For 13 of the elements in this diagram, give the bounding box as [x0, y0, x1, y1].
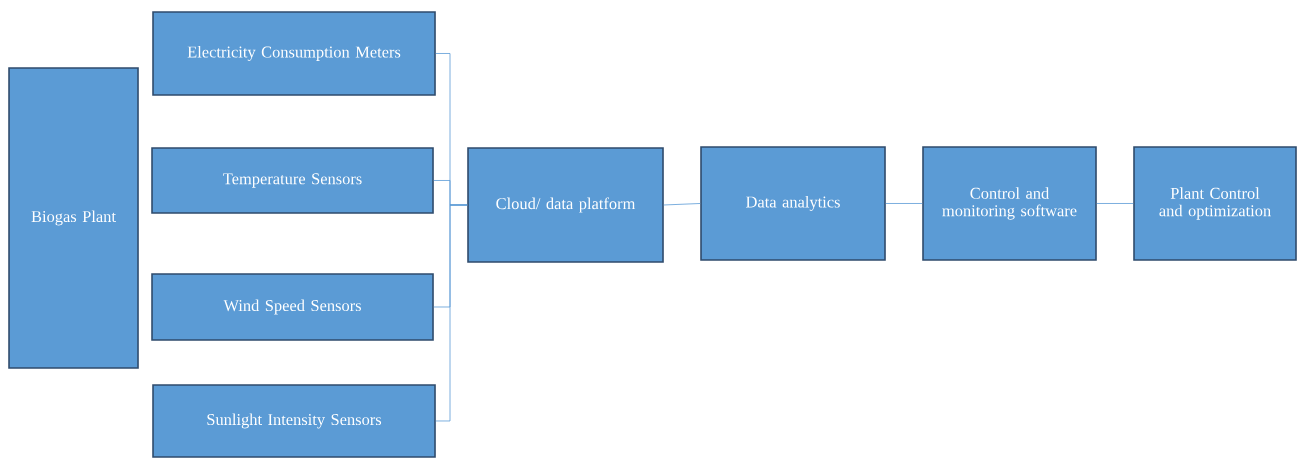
process-box: Plant Control and optimization: [1133, 146, 1297, 261]
process-box: Cloud/ data platform: [467, 147, 664, 263]
process-box: Temperature Sensors: [151, 147, 434, 214]
connector-line: [885, 203, 923, 204]
process-box: Sunlight Intensity Sensors: [152, 384, 436, 458]
process-box: Control and monitoring software: [922, 146, 1097, 261]
connector-line: [435, 204, 468, 422]
process-box: Biogas Plant: [8, 67, 139, 369]
process-box: Electricity Consumption Meters: [152, 11, 436, 96]
connector-line: [1096, 203, 1134, 204]
process-box: Data analytics: [700, 146, 886, 261]
process-box: Wind Speed Sensors: [151, 273, 434, 341]
connector-line: [663, 203, 701, 206]
